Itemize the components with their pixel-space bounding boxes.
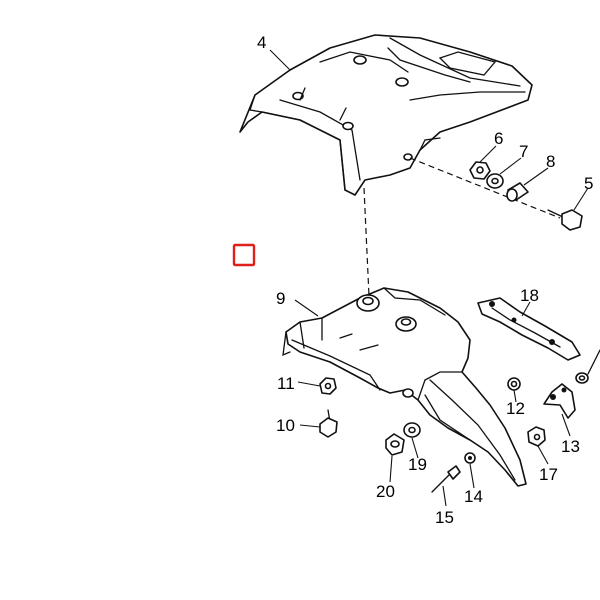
nut-part-11 bbox=[319, 377, 337, 395]
bolt-part-10 bbox=[319, 409, 338, 438]
screw-part-15 bbox=[431, 465, 461, 493]
callout-14: 14 bbox=[464, 487, 483, 506]
nut-right bbox=[575, 349, 600, 384]
callout-5: 5 bbox=[584, 174, 593, 193]
washer-part-7 bbox=[486, 173, 504, 189]
callout-19: 19 bbox=[408, 455, 427, 474]
callout-6: 6 bbox=[494, 129, 503, 148]
callout-9: 9 bbox=[276, 289, 285, 308]
bracket-part-13 bbox=[543, 383, 576, 419]
callout-12: 12 bbox=[506, 399, 525, 418]
washer-part-19 bbox=[403, 422, 421, 438]
collar-part-8 bbox=[506, 182, 529, 202]
callout-8: 8 bbox=[546, 152, 555, 171]
alignment-line bbox=[363, 187, 370, 297]
collar-part-12 bbox=[507, 377, 521, 391]
callout-11: 11 bbox=[277, 374, 295, 393]
rear-fender-upper bbox=[239, 34, 533, 196]
callout-17: 17 bbox=[539, 465, 558, 484]
callout-18: 18 bbox=[520, 286, 539, 305]
leader-lines bbox=[269, 49, 589, 507]
callout-15: 15 bbox=[435, 508, 454, 527]
rear-fender-lower bbox=[282, 287, 527, 487]
callout-20: 20 bbox=[376, 482, 395, 501]
callout-4: 4 bbox=[257, 33, 266, 52]
alignment-line-screw bbox=[409, 157, 561, 219]
highlight-marker bbox=[232, 243, 256, 267]
bracket-part-18 bbox=[477, 297, 581, 361]
grommet-part-20 bbox=[385, 433, 405, 456]
callout-7: 7 bbox=[519, 142, 528, 161]
callout-10: 10 bbox=[276, 416, 295, 435]
callout-13: 13 bbox=[561, 437, 580, 456]
nut-part-14 bbox=[464, 452, 476, 464]
bolt-part-5 bbox=[547, 209, 583, 231]
nut-part-6 bbox=[469, 161, 491, 180]
nut-part-17 bbox=[527, 426, 546, 447]
